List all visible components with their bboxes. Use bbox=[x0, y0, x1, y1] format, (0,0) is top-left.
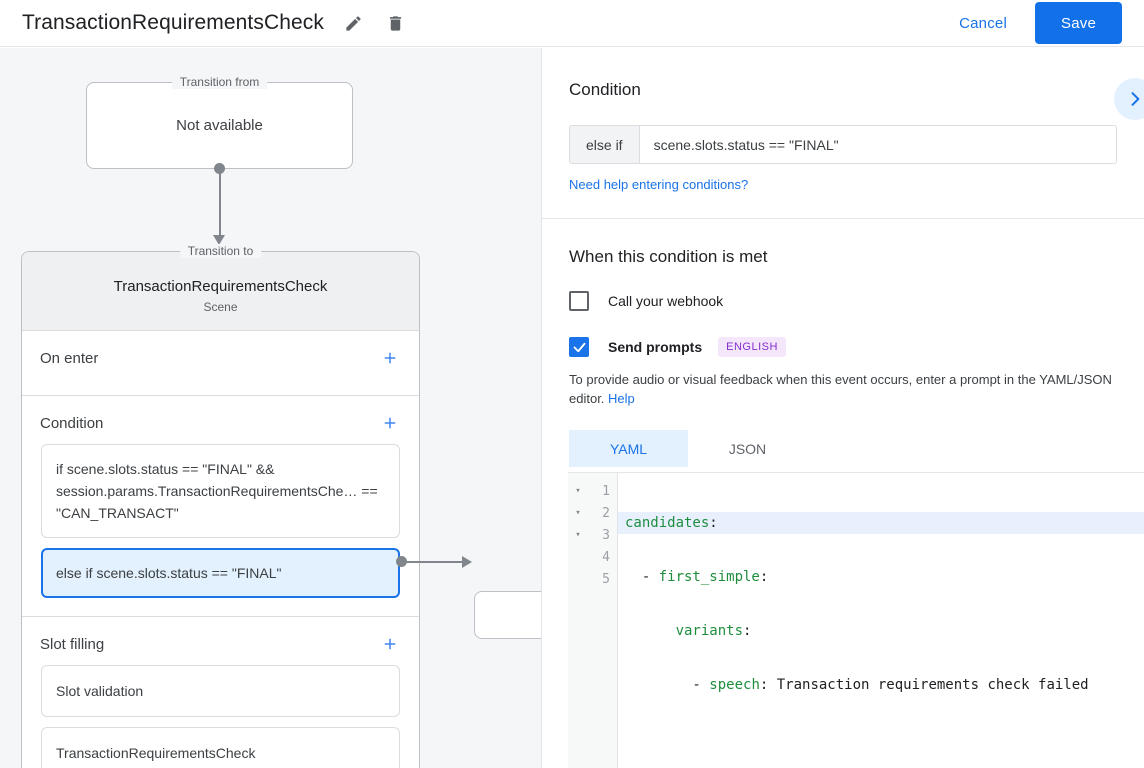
webhook-checkbox[interactable] bbox=[569, 291, 589, 311]
code-line[interactable] bbox=[618, 728, 1144, 750]
code-rest: : Transaction requirements check failed bbox=[759, 677, 1089, 693]
send-prompts-checkbox[interactable] bbox=[569, 337, 589, 357]
condition-prefix: else if bbox=[570, 126, 640, 163]
condition-item-selected[interactable]: else if scene.slots.status == "FINAL" bbox=[41, 548, 400, 598]
code-editor[interactable]: ▾ 1 ▾ 2 ▾ 3 4 5 candidates: - first_simp… bbox=[568, 472, 1144, 768]
scene-card-header: TransactionRequirementsCheck Scene bbox=[22, 252, 419, 331]
code-indent: - bbox=[625, 569, 659, 585]
webhook-checkbox-label: Call your webhook bbox=[608, 293, 724, 309]
fold-toggle-icon[interactable]: ▾ bbox=[575, 486, 581, 496]
when-condition-met-section: When this condition is met Call your web… bbox=[542, 219, 1144, 467]
code-rest: : bbox=[759, 569, 769, 585]
fold-toggle-icon[interactable]: ▾ bbox=[575, 508, 581, 518]
prompts-help-link[interactable]: Help bbox=[608, 391, 635, 406]
next-target-card[interactable] bbox=[474, 591, 541, 639]
tab-yaml[interactable]: YAML bbox=[569, 430, 688, 467]
editor-code-area[interactable]: candidates: - first_simple: variants: - … bbox=[618, 473, 1144, 768]
section-on-enter[interactable]: On enter bbox=[22, 331, 419, 379]
condition-item[interactable]: if scene.slots.status == "FINAL" && sess… bbox=[41, 444, 400, 538]
line-number: 1 bbox=[602, 483, 610, 499]
transition-from-legend: Transition from bbox=[171, 75, 268, 89]
transition-from-card: Transition from Not available bbox=[86, 75, 353, 169]
slot-filling-item[interactable]: TransactionRequirementsCheck bbox=[41, 727, 400, 768]
gutter-row[interactable]: 5 bbox=[568, 568, 617, 590]
connector-line-horizontal bbox=[402, 561, 464, 563]
scene-card: Transition to TransactionRequirementsChe… bbox=[21, 244, 420, 768]
pencil-icon[interactable] bbox=[340, 10, 366, 36]
gutter-row[interactable]: ▾ 3 bbox=[568, 524, 617, 546]
gutter-row[interactable]: 4 bbox=[568, 546, 617, 568]
code-key: speech bbox=[709, 677, 760, 693]
save-button[interactable]: Save bbox=[1035, 2, 1122, 44]
transition-from-value: Not available bbox=[176, 117, 263, 134]
transition-to-legend: Transition to bbox=[179, 244, 262, 258]
editor-tabs[interactable]: YAML JSON bbox=[569, 430, 1117, 467]
page-title: TransactionRequirementsCheck bbox=[22, 11, 324, 34]
code-indent bbox=[625, 623, 676, 639]
code-key: first_simple bbox=[658, 569, 760, 585]
top-bar: TransactionRequirementsCheck Cancel Save bbox=[0, 0, 1144, 47]
divider-on-enter bbox=[22, 395, 419, 396]
section-label-slot-filling: Slot filling bbox=[40, 635, 105, 653]
line-number: 5 bbox=[602, 571, 610, 587]
code-key: variants bbox=[675, 623, 744, 639]
divider-condition bbox=[22, 616, 419, 617]
line-number: 4 bbox=[602, 549, 610, 565]
when-met-title: When this condition is met bbox=[569, 247, 768, 266]
send-prompts-description: To provide audio or visual feedback when… bbox=[569, 370, 1117, 408]
trash-icon[interactable] bbox=[382, 10, 408, 36]
line-number: 2 bbox=[602, 505, 610, 521]
cancel-button[interactable]: Cancel bbox=[947, 7, 1019, 40]
gutter-row[interactable]: ▾ 2 bbox=[568, 502, 617, 524]
editor-gutter: ▾ 1 ▾ 2 ▾ 3 4 5 bbox=[568, 473, 618, 768]
send-prompts-checkbox-row[interactable]: Send prompts ENGLISH bbox=[569, 337, 1117, 357]
flow-canvas[interactable]: Transition from Not available Transition… bbox=[0, 48, 541, 768]
code-rest: : bbox=[709, 515, 718, 531]
line-number: 3 bbox=[602, 527, 610, 543]
connector-dot-condition bbox=[396, 556, 407, 567]
scene-name: TransactionRequirementsCheck bbox=[113, 278, 328, 295]
section-condition[interactable]: Condition bbox=[22, 396, 419, 444]
condition-help-link[interactable]: Need help entering conditions? bbox=[569, 177, 749, 192]
code-line[interactable]: variants: bbox=[618, 620, 1144, 642]
section-slot-filling[interactable]: Slot filling bbox=[22, 617, 419, 665]
connector-arrow-down bbox=[213, 235, 225, 245]
connector-arrow-right bbox=[462, 556, 472, 568]
condition-section: Condition else if scene.slots.status == … bbox=[542, 48, 1144, 194]
section-label-on-enter: On enter bbox=[40, 349, 99, 367]
condition-expression-input[interactable]: scene.slots.status == "FINAL" bbox=[639, 126, 1116, 163]
scene-type: Scene bbox=[203, 300, 238, 314]
connector-line-vertical bbox=[219, 168, 221, 237]
chevron-right-icon[interactable] bbox=[1114, 78, 1144, 120]
slot-filling-item[interactable]: Slot validation bbox=[41, 665, 400, 717]
section-label-condition: Condition bbox=[40, 414, 104, 432]
code-line[interactable]: - first_simple: bbox=[618, 566, 1144, 588]
panel-divider bbox=[542, 218, 1144, 219]
tab-json[interactable]: JSON bbox=[728, 440, 767, 457]
gutter-row[interactable]: ▾ 1 bbox=[568, 480, 617, 502]
add-condition-icon[interactable] bbox=[379, 412, 401, 434]
code-line[interactable]: candidates: bbox=[618, 512, 1144, 534]
add-on-enter-icon[interactable] bbox=[379, 347, 401, 369]
code-rest: : bbox=[743, 623, 752, 639]
add-slot-filling-icon[interactable] bbox=[379, 633, 401, 655]
webhook-checkbox-row[interactable]: Call your webhook bbox=[569, 291, 1117, 311]
code-key: candidates bbox=[625, 515, 710, 531]
code-line[interactable]: - speech: Transaction requirements check… bbox=[618, 674, 1144, 696]
send-prompts-label: Send prompts bbox=[608, 339, 703, 355]
send-prompts-description-text: To provide audio or visual feedback when… bbox=[569, 372, 1112, 406]
fold-toggle-icon[interactable]: ▾ bbox=[575, 530, 581, 540]
condition-section-title: Condition bbox=[569, 80, 641, 99]
language-badge: ENGLISH bbox=[718, 337, 786, 357]
condition-input-row[interactable]: else if scene.slots.status == "FINAL" bbox=[569, 125, 1117, 164]
code-indent: - bbox=[625, 677, 710, 693]
